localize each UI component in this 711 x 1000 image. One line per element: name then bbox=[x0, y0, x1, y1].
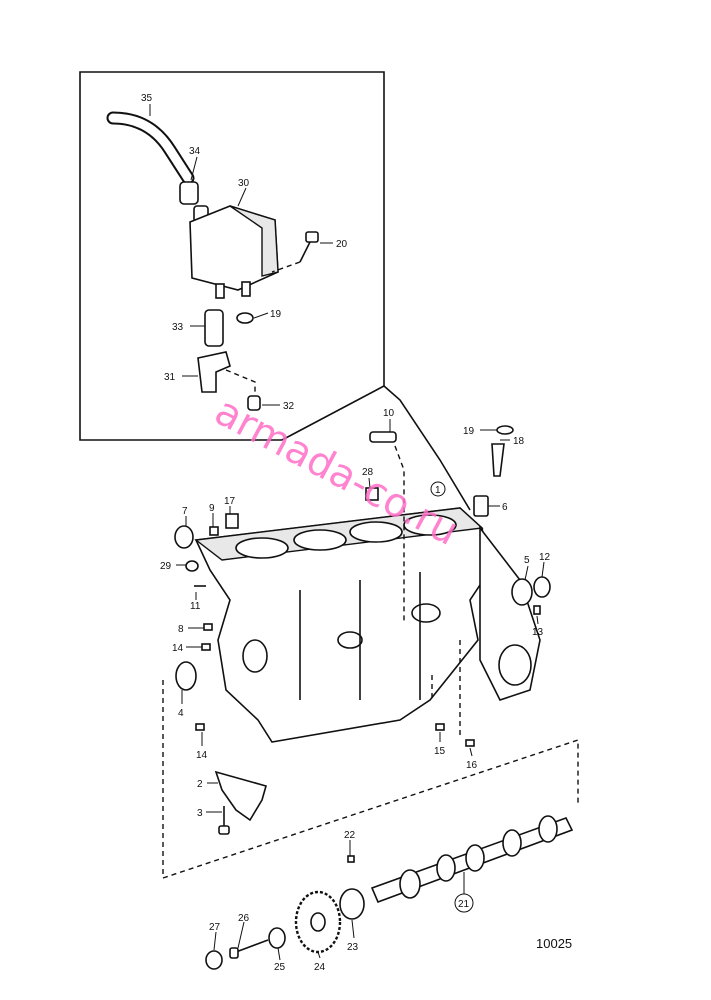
pin-part-14-upper bbox=[201, 643, 211, 651]
fitting-part-10 bbox=[369, 431, 397, 443]
label-10: 10 bbox=[383, 408, 395, 419]
label-11: 11 bbox=[190, 601, 201, 612]
label-32: 32 bbox=[283, 401, 295, 412]
pin-part-15 bbox=[435, 723, 445, 731]
label-3: 3 bbox=[197, 808, 203, 819]
bearing-cap-part-2 bbox=[214, 770, 267, 822]
label-22: 22 bbox=[344, 830, 356, 841]
label-35: 35 bbox=[141, 93, 153, 104]
label-8: 8 bbox=[178, 624, 184, 635]
label-1-circle bbox=[430, 481, 446, 497]
label-27: 27 bbox=[209, 922, 221, 933]
oil-separator-part-30 bbox=[189, 205, 279, 299]
label-14-upper: 14 bbox=[172, 643, 184, 654]
pin-part-22 bbox=[347, 855, 355, 863]
label-21: 21 bbox=[458, 899, 470, 910]
pin-part-13 bbox=[533, 605, 541, 615]
label-5: 5 bbox=[524, 555, 530, 566]
label-26: 26 bbox=[238, 913, 250, 924]
plug-part-9 bbox=[209, 526, 219, 536]
label-29: 29 bbox=[160, 561, 172, 572]
label-4: 4 bbox=[178, 708, 184, 719]
cylinder-block bbox=[194, 507, 541, 743]
washer-part-25 bbox=[268, 927, 286, 949]
label-23: 23 bbox=[347, 942, 359, 953]
nut-part-27 bbox=[205, 950, 223, 970]
tube-part-33 bbox=[204, 309, 224, 347]
seal-part-7 bbox=[174, 525, 194, 549]
washer-part-19-inset bbox=[236, 312, 254, 324]
bushing-part-23 bbox=[339, 888, 365, 920]
pin-part-16 bbox=[465, 739, 475, 747]
bolt-part-3 bbox=[218, 806, 230, 835]
bolt-part-32 bbox=[247, 395, 261, 411]
bushing-part-5 bbox=[511, 578, 533, 606]
label-13: 13 bbox=[532, 627, 544, 638]
label-30: 30 bbox=[238, 178, 250, 189]
inset-detail-box bbox=[79, 71, 471, 511]
sleeve-part-17 bbox=[225, 513, 239, 529]
label-14-lower: 14 bbox=[196, 750, 208, 761]
label-20: 20 bbox=[336, 239, 348, 250]
label-2: 2 bbox=[197, 779, 203, 790]
label-19-block: 19 bbox=[463, 426, 475, 437]
seal-part-4 bbox=[175, 661, 197, 691]
bracket-part-31 bbox=[197, 351, 256, 395]
leader-lines bbox=[149, 104, 545, 961]
label-1: 1 bbox=[435, 485, 441, 496]
label-12: 12 bbox=[539, 552, 551, 563]
sleeve-part-6 bbox=[473, 495, 489, 517]
plug-part-29 bbox=[185, 560, 199, 572]
pin-part-14-lower bbox=[195, 723, 205, 731]
label-24: 24 bbox=[314, 962, 326, 973]
label-17: 17 bbox=[224, 496, 236, 507]
camshaft-gear-part-24 bbox=[294, 890, 342, 954]
label-6: 6 bbox=[502, 502, 508, 513]
bolt-part-20 bbox=[271, 231, 319, 273]
label-15: 15 bbox=[434, 746, 446, 757]
label-28: 28 bbox=[362, 467, 374, 478]
label-25: 25 bbox=[274, 962, 286, 973]
hose-part-35 bbox=[106, 111, 195, 185]
label-33: 33 bbox=[172, 322, 184, 333]
assembly-dashed-outline bbox=[162, 680, 579, 879]
label-9: 9 bbox=[209, 503, 215, 514]
camshaft-part-21 bbox=[370, 815, 574, 904]
label-31: 31 bbox=[164, 372, 176, 383]
part-labels: 35 34 30 20 19 33 31 32 10 19 18 28 1 6 … bbox=[141, 93, 551, 973]
label-19-inset: 19 bbox=[270, 309, 282, 320]
plug-part-28 bbox=[365, 487, 379, 501]
washer-part-19-block bbox=[496, 425, 514, 435]
label-7: 7 bbox=[182, 506, 188, 517]
plug-part-8 bbox=[203, 623, 213, 631]
label-18: 18 bbox=[513, 436, 525, 447]
label-21-circle bbox=[454, 893, 474, 913]
reference-number: 10025 bbox=[536, 936, 572, 951]
label-16: 16 bbox=[466, 760, 478, 771]
bolt-part-26 bbox=[229, 939, 269, 959]
seal-part-12 bbox=[533, 576, 551, 598]
label-34: 34 bbox=[189, 146, 201, 157]
sensor-part-18 bbox=[491, 443, 505, 477]
install-line-10 bbox=[394, 445, 405, 624]
